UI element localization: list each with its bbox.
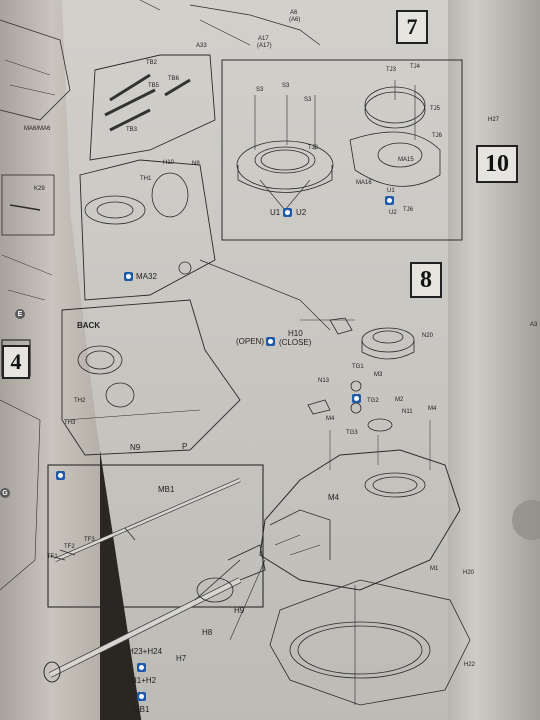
paint-badge-icon	[137, 692, 146, 701]
part-label: TH2	[74, 398, 86, 404]
step-8-number: 8	[410, 262, 442, 298]
marking-g-icon: G	[0, 488, 10, 498]
part-label: A17	[258, 36, 269, 42]
gun-callout-frame	[47, 464, 264, 608]
step-10-number: 10	[476, 145, 518, 183]
part-label: TJ5	[430, 106, 441, 112]
part-label: MA15	[398, 157, 414, 163]
part-label: H10	[288, 329, 303, 338]
step-4-number: 4	[2, 345, 30, 379]
part-label: H10	[163, 160, 175, 166]
part-label: TF3	[84, 537, 95, 543]
part-label: TG2	[367, 398, 379, 404]
part-label: S3	[256, 87, 264, 93]
part-label: TB5	[148, 83, 160, 89]
paint-badge-icon	[137, 663, 146, 672]
part-label: H27	[488, 117, 500, 123]
part-label: TJ4	[410, 64, 421, 70]
marking-e-icon: E	[15, 309, 25, 319]
part-label: U2	[389, 210, 397, 216]
part-label: S3	[282, 83, 290, 89]
part-label: M2	[395, 397, 404, 403]
part-label: N9	[130, 443, 141, 452]
part-label: MA32	[136, 272, 157, 281]
part-label: M3	[374, 372, 383, 378]
part-label: N20	[422, 333, 434, 339]
part-label: U1	[270, 208, 281, 217]
part-label: TB3	[126, 127, 138, 133]
part-label: (CLOSE)	[279, 338, 312, 347]
part-label: TJ6	[432, 133, 443, 139]
part-label: (A17)	[257, 43, 272, 49]
part-label: N8	[192, 161, 200, 167]
paint-badge-icon	[352, 394, 361, 403]
part-label: MA6/MA6	[24, 126, 51, 132]
part-label: M4	[428, 406, 437, 412]
part-label: M4	[328, 493, 340, 502]
part-label: H22	[464, 662, 476, 668]
paint-badge-icon	[56, 471, 65, 480]
part-label: A3	[530, 322, 538, 328]
part-label: A33	[196, 43, 207, 49]
part-label: MB1	[133, 705, 150, 714]
part-label: P	[182, 442, 188, 451]
part-label: TF1	[47, 554, 58, 560]
tb-callout-outline	[89, 54, 216, 161]
part-label: MA16	[356, 180, 372, 186]
part-label: TG1	[352, 364, 364, 370]
part-label: (OPEN)	[236, 337, 264, 346]
paint-badge-icon	[283, 208, 292, 217]
right-page	[448, 0, 540, 720]
paint-badge-icon	[124, 272, 133, 281]
part-label: TJ8	[308, 145, 319, 151]
part-label: H8	[202, 628, 213, 637]
part-label: N11	[402, 409, 413, 415]
paint-badge-icon	[266, 337, 275, 346]
part-label: M1	[430, 566, 439, 572]
part-label: A6	[290, 10, 298, 16]
step7-frame	[221, 59, 463, 241]
part-label: TB6	[168, 76, 180, 82]
part-label: U1	[387, 188, 395, 194]
part-label: H20	[463, 570, 475, 576]
center-page	[62, 0, 502, 720]
part-label: M4	[326, 416, 335, 422]
view-label: BACK	[77, 321, 101, 330]
part-label: H23+H24	[128, 647, 163, 656]
part-label: TF2	[64, 544, 75, 550]
part-label: H7	[176, 654, 187, 663]
part-label: H9	[234, 606, 245, 615]
part-label: N13	[318, 378, 330, 384]
part-label: TJ3	[386, 67, 397, 73]
part-label: MB1	[158, 485, 175, 494]
part-label: TG3	[346, 430, 358, 436]
part-label: TJ6	[403, 207, 414, 213]
part-label: TH3	[64, 420, 76, 426]
part-label: H1+H2	[131, 676, 157, 685]
part-label: S3	[304, 97, 312, 103]
step-7-number: 7	[396, 10, 428, 44]
left-callout-box	[1, 174, 55, 236]
part-label: U2	[296, 208, 307, 217]
part-label: K29	[34, 186, 45, 192]
paint-badge-icon	[385, 196, 394, 205]
part-label: TH1	[140, 176, 152, 182]
left-part-sketch	[0, 19, 71, 121]
part-label: (A6)	[289, 17, 301, 23]
part-label: TB2	[146, 60, 158, 66]
